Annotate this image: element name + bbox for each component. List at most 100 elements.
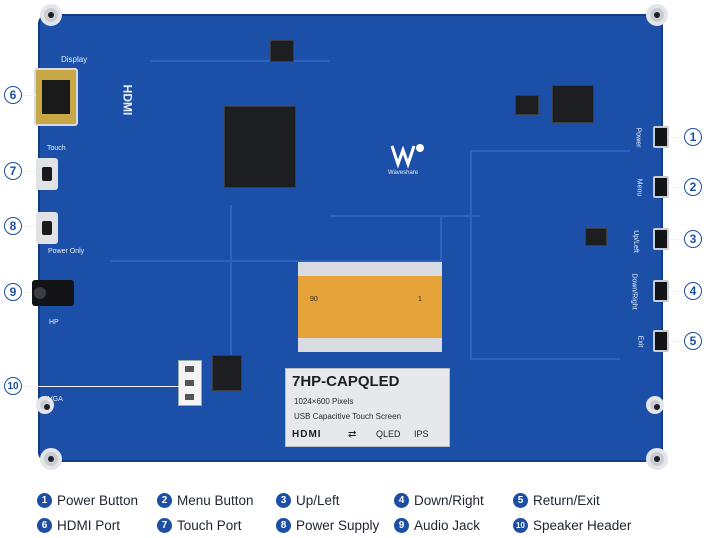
callout-leader — [22, 226, 36, 227]
callout-6-badge: 6 — [4, 86, 22, 104]
speaker-header[interactable] — [178, 360, 202, 406]
display-fpc-ribbon — [298, 262, 442, 352]
fpc-end — [298, 338, 442, 352]
callout-leader — [668, 137, 686, 138]
callout-10-badge: 10 — [4, 377, 22, 395]
chip — [270, 40, 294, 62]
fpc-connector — [298, 262, 442, 276]
legend-number: 7 — [157, 517, 172, 533]
legend-item: 2 Menu Button — [157, 491, 254, 509]
legend-label: Menu Button — [177, 492, 254, 508]
brand-silk-label: Waveshare — [388, 170, 419, 176]
legend-label: HDMI Port — [57, 517, 121, 533]
menu-silk-label: Menu — [635, 178, 643, 197]
display-silk-label: Display — [61, 55, 88, 64]
legend-label: Power Supply — [296, 517, 380, 533]
hdmi-port[interactable] — [34, 68, 78, 126]
pcb-trace — [230, 205, 232, 365]
audio-jack[interactable] — [32, 280, 74, 306]
header-pin — [185, 380, 194, 386]
callout-4-badge: 4 — [684, 282, 702, 300]
legend-item: 7 Touch Port — [157, 516, 242, 534]
legend-item: 4 Down/Right — [394, 491, 484, 509]
legend-label: Power Button — [57, 492, 139, 508]
legend-item: 9 Audio Jack — [394, 516, 480, 534]
hdmi-vertical-silk-label: HDMI — [120, 84, 135, 116]
callout-3-badge: 3 — [684, 230, 702, 248]
legend-item: 6 HDMI Port — [37, 516, 120, 534]
power-usb-port[interactable] — [36, 212, 58, 244]
callout-leader — [668, 291, 686, 292]
vga-silk-label: VGA — [48, 396, 63, 403]
callout-leader — [22, 171, 36, 172]
callout-5-badge: 5 — [684, 332, 702, 350]
pcb-trace — [440, 215, 442, 305]
hp-silk-label: HP — [49, 319, 59, 326]
pcb-trace — [470, 358, 620, 360]
callout-leader — [668, 187, 686, 188]
legend-label: Down/Right — [414, 492, 484, 508]
legend-label: Speaker Header — [533, 517, 632, 533]
exit-silk-label: Exit — [636, 335, 644, 348]
legend-item: 3 Up/Left — [276, 491, 340, 509]
power-only-silk-label: Power Only — [48, 248, 85, 255]
mounting-hole — [36, 396, 54, 414]
legend-number: 6 — [37, 517, 52, 533]
header-pin — [185, 366, 194, 372]
chip — [212, 355, 242, 391]
callout-leader — [668, 239, 686, 240]
product-label-card: 7HP-CAPQLED 1024×600 Pixels USB Capaciti… — [285, 368, 450, 447]
chip — [585, 228, 607, 246]
legend-label: Up/Left — [296, 492, 340, 508]
chip — [552, 85, 594, 123]
ips-label: IPS — [414, 429, 429, 439]
exit-button[interactable] — [653, 330, 669, 352]
legend-number: 3 — [276, 492, 291, 508]
mounting-hole — [40, 448, 62, 470]
pcb-trace — [470, 150, 472, 360]
mounting-hole — [40, 4, 62, 26]
legend-item: 1 Power Button — [37, 491, 138, 509]
touch-usb-port[interactable] — [36, 158, 58, 190]
legend-item: 8 Power Supply — [276, 516, 379, 534]
callout-2-badge: 2 — [684, 178, 702, 196]
header-pin — [185, 394, 194, 400]
legend-label: Touch Port — [177, 517, 242, 533]
pcb-trace — [470, 150, 630, 152]
callout-leader — [22, 292, 32, 293]
callout-1-badge: 1 — [684, 128, 702, 146]
product-model-label: 7HP-CAPQLED — [292, 373, 400, 390]
main-controller-chip — [224, 106, 296, 188]
hdmi-logo: HDMI — [292, 429, 322, 440]
chip — [515, 95, 539, 115]
legend-number: 9 — [394, 517, 409, 533]
waveshare-logo — [390, 140, 426, 170]
up-left-button[interactable] — [653, 228, 669, 250]
menu-button[interactable] — [653, 176, 669, 198]
qled-label: QLED — [376, 429, 401, 439]
legend-label: Audio Jack — [414, 517, 481, 533]
callout-9-badge: 9 — [4, 283, 22, 301]
callout-leader — [22, 386, 180, 387]
callout-leader — [22, 95, 36, 96]
callout-leader — [668, 341, 686, 342]
legend-number: 5 — [513, 492, 528, 508]
pcb-trace — [110, 260, 440, 262]
legend-number: 4 — [394, 492, 409, 508]
audio-jack-opening — [34, 287, 46, 299]
mounting-hole — [646, 396, 664, 414]
legend-label: Return/Exit — [533, 492, 600, 508]
legend-item: 10 Speaker Header — [513, 516, 631, 534]
power-button[interactable] — [653, 126, 669, 148]
touch-spec-label: USB Capacitive Touch Screen — [294, 412, 402, 421]
mounting-hole — [646, 448, 668, 470]
callout-7-badge: 7 — [4, 162, 22, 180]
down-right-button[interactable] — [653, 280, 669, 302]
fpc-left-silk-label: 90 — [310, 296, 318, 303]
down-right-silk-label: Down/Right — [630, 273, 638, 310]
power-silk-label: Power — [634, 127, 642, 148]
legend-number: 1 — [37, 492, 52, 508]
legend-number: 8 — [276, 517, 291, 533]
usb-icon: ⇄ — [348, 429, 357, 440]
legend-number: 10 — [513, 517, 528, 533]
